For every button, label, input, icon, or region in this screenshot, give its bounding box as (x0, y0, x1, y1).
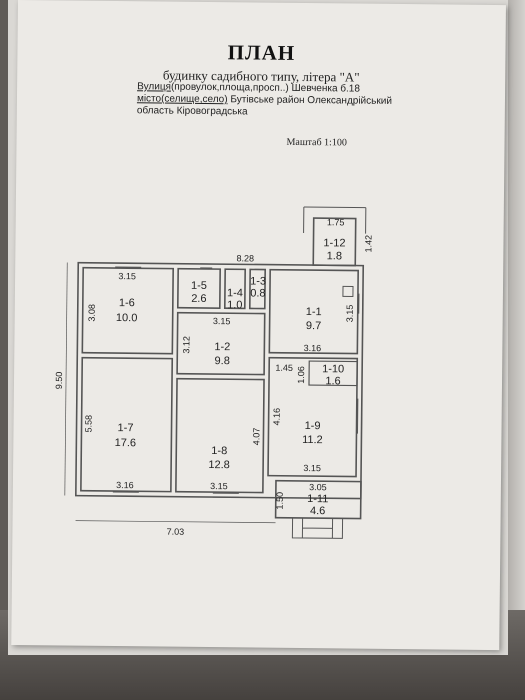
room-1-9-id: 1-9 (305, 420, 321, 432)
window-right-2 (356, 398, 363, 434)
dim-r1-side: 3.15 (345, 305, 355, 323)
dim-porch-top: 1.75 (327, 217, 345, 227)
room-1-2-id: 1-2 (214, 341, 230, 353)
dim-r8-side: 4.07 (251, 428, 261, 446)
dim-r6-side: 3.08 (87, 304, 97, 322)
dim-r10-width: 1.45 (275, 363, 293, 373)
dim-left-total: 9.50 (54, 372, 64, 390)
room-1-1-id: 1-1 (306, 306, 322, 318)
dim-r11-top: 3.05 (309, 482, 327, 492)
room-1-12-id: 1-12 (323, 237, 345, 249)
room-1-5-id: 1-5 (191, 280, 207, 292)
room-1-9-area: 11.2 (302, 434, 323, 446)
dim-r11-side: 1.50 (275, 492, 285, 510)
dim-r10-height: 1.06 (296, 366, 306, 384)
window-top-2 (200, 263, 213, 269)
dim-top-total: 8.28 (236, 253, 254, 263)
room-1-3-area: 0.8 (250, 287, 265, 299)
porch-side-lines (303, 206, 367, 234)
room-1-1-area: 9.7 (306, 320, 321, 332)
room-1-8-id: 1-8 (211, 445, 227, 457)
floor-plan: 1-6 10.0 1-7 17.6 1-5 2.6 1-4 1.0 1-3 0.… (54, 206, 374, 539)
room-1-11-area: 4.6 (310, 505, 325, 517)
entry-wall (274, 479, 362, 520)
room-1-6-id: 1-6 (119, 297, 135, 309)
dim-r8-bottom: 3.15 (210, 481, 228, 491)
dim-r6-top: 3.15 (118, 271, 136, 281)
room-1-8-area: 12.8 (208, 459, 230, 471)
entry-steps (291, 517, 344, 539)
porch-top-line (303, 206, 366, 209)
room-1-11-id: 1-11 (307, 493, 328, 505)
room-1-2-area: 9.8 (215, 355, 230, 367)
left-dim-line (64, 262, 68, 496)
dim-porch-side: 1.42 (363, 235, 373, 253)
document-page: ПЛАН будинку садибного типу, літера "А" … (11, 0, 506, 651)
dim-r7-bottom: 3.16 (116, 480, 134, 490)
dim-r2-top: 3.15 (213, 316, 231, 326)
room-1-3-wall (248, 268, 266, 310)
room-1-8-wall (175, 377, 265, 494)
dim-bottom-total: 7.03 (167, 527, 185, 537)
room-1-3-id: 1-3 (250, 275, 266, 287)
room-1-4-area: 1.0 (227, 299, 242, 311)
room-1-4-wall (223, 268, 246, 310)
dim-r2-side: 3.12 (181, 336, 191, 354)
window-bottom-2 (212, 492, 239, 498)
bottom-dim-line (75, 520, 276, 524)
room-1-6-area: 10.0 (116, 312, 138, 324)
window-right-1 (358, 293, 364, 314)
room-1-5-area: 2.6 (191, 293, 206, 305)
room-1-12-area: 1.8 (327, 250, 342, 262)
room-1-10-wall (308, 360, 358, 387)
dim-r7-side: 5.58 (83, 415, 93, 433)
room-1-1-wall (268, 268, 359, 355)
dim-r1-bottom: 3.16 (304, 343, 322, 353)
dim-r9-side: 4.16 (272, 408, 282, 426)
room-1-4-id: 1-4 (227, 287, 243, 299)
room-1-10-id: 1-10 (322, 363, 344, 375)
porch-wall (312, 217, 357, 267)
room-1-7-wall (80, 356, 174, 493)
dim-r9-bottom: 3.15 (303, 463, 321, 473)
stove-icon (342, 285, 354, 298)
room-1-6-wall (81, 266, 175, 355)
room-1-10-area: 1.6 (325, 375, 340, 387)
room-1-7-area: 17.6 (115, 437, 137, 449)
window-bottom-1 (112, 491, 139, 497)
room-1-5-wall (176, 267, 222, 309)
room-1-7-id: 1-7 (118, 422, 134, 434)
window-top-1 (115, 262, 142, 268)
room-1-2-wall (176, 311, 266, 376)
room-1-9-wall (267, 356, 359, 478)
